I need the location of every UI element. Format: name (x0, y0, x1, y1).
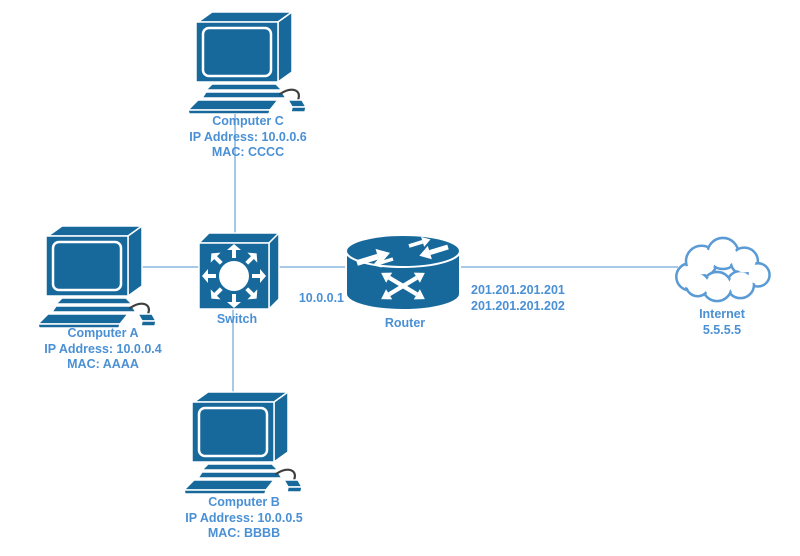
label-router: Router (355, 316, 455, 332)
computer-icon (184, 386, 304, 494)
computer-icon (188, 6, 308, 114)
node-internet[interactable] (666, 236, 774, 309)
computer-b-mac: MAC: BBBB (207, 526, 281, 540)
router-lan-ip: 10.0.0.1 (298, 291, 344, 305)
connector-computer-c-switch (234, 102, 236, 243)
internet-ip: 5.5.5.5 (702, 322, 742, 337)
node-switch[interactable] (195, 229, 281, 320)
connector-computer-a-switch (132, 266, 204, 268)
label-router-lan-ip: 10.0.0.1 (272, 291, 344, 307)
label-internet: Internet 5.5.5.5 (672, 307, 772, 338)
node-computer-c[interactable] (188, 6, 308, 119)
cloud-icon (675, 236, 771, 303)
label-computer-b: Computer B IP Address: 10.0.0.5 MAC: BBB… (144, 495, 344, 542)
connector-router-internet (458, 266, 678, 268)
node-computer-a[interactable] (38, 220, 158, 333)
computer-a-name: Computer A (67, 326, 139, 340)
switch-icon (198, 232, 280, 310)
computer-b-name: Computer B (208, 495, 280, 509)
label-computer-c: Computer C IP Address: 10.0.0.6 MAC: CCC… (148, 114, 348, 161)
router-name: Router (384, 316, 426, 330)
connector-switch-router (278, 266, 346, 268)
computer-b-ip: IP Address: 10.0.0.5 (185, 510, 303, 525)
computer-c-ip: IP Address: 10.0.0.6 (189, 129, 307, 144)
label-router-wan-ips: 201.201.201.201 201.201.201.202 (471, 283, 611, 314)
computer-a-ip: IP Address: 10.0.0.4 (44, 341, 162, 356)
router-wan-ip-1: 201.201.201.201 (471, 283, 565, 297)
computer-c-mac: MAC: CCCC (211, 145, 285, 159)
node-router[interactable] (343, 234, 463, 317)
computer-icon (38, 220, 158, 328)
switch-name: Switch (216, 312, 258, 326)
router-wan-ip-2: 201.201.201.202 (471, 298, 565, 313)
label-computer-a: Computer A IP Address: 10.0.0.4 MAC: AAA… (3, 326, 203, 373)
node-computer-b[interactable] (184, 386, 304, 499)
router-icon (345, 234, 461, 311)
label-switch: Switch (187, 312, 287, 328)
connector-switch-computer-b (232, 307, 234, 393)
computer-c-name: Computer C (212, 114, 284, 128)
internet-name: Internet (699, 307, 745, 321)
computer-a-mac: MAC: AAAA (67, 357, 139, 371)
